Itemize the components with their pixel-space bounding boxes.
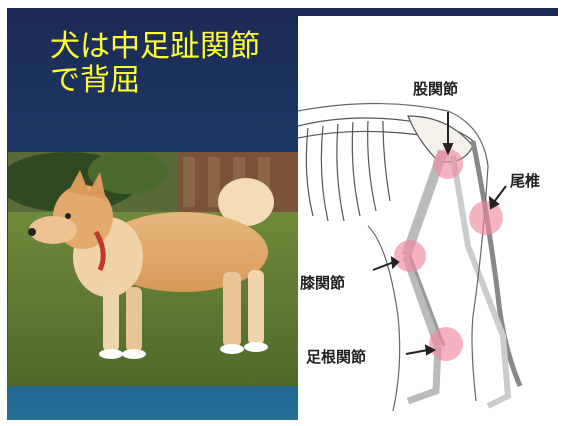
label-knee-joint: 膝関節: [300, 274, 346, 292]
dog-hindlimb-skeleton: [297, 102, 523, 412]
knee-highlight: [394, 240, 426, 272]
label-arrows: [372, 112, 507, 356]
label-tail-vertebrae: 尾椎: [510, 172, 541, 190]
ankle-highlight: [429, 327, 463, 361]
dog-photo: [8, 152, 298, 386]
skeleton-diagram: 股関節 尾椎 膝関節 足根関節: [297, 16, 558, 420]
dog-photo-illustration: [8, 152, 298, 386]
slide-title: 犬は中足趾関節 で背屈: [50, 29, 260, 98]
joint-highlights: [394, 149, 503, 361]
tail-highlight: [469, 201, 503, 235]
hip-highlight: [433, 149, 463, 179]
label-tarsal-joint: 足根関節: [306, 348, 367, 366]
label-hip-joint: 股関節: [413, 80, 459, 98]
